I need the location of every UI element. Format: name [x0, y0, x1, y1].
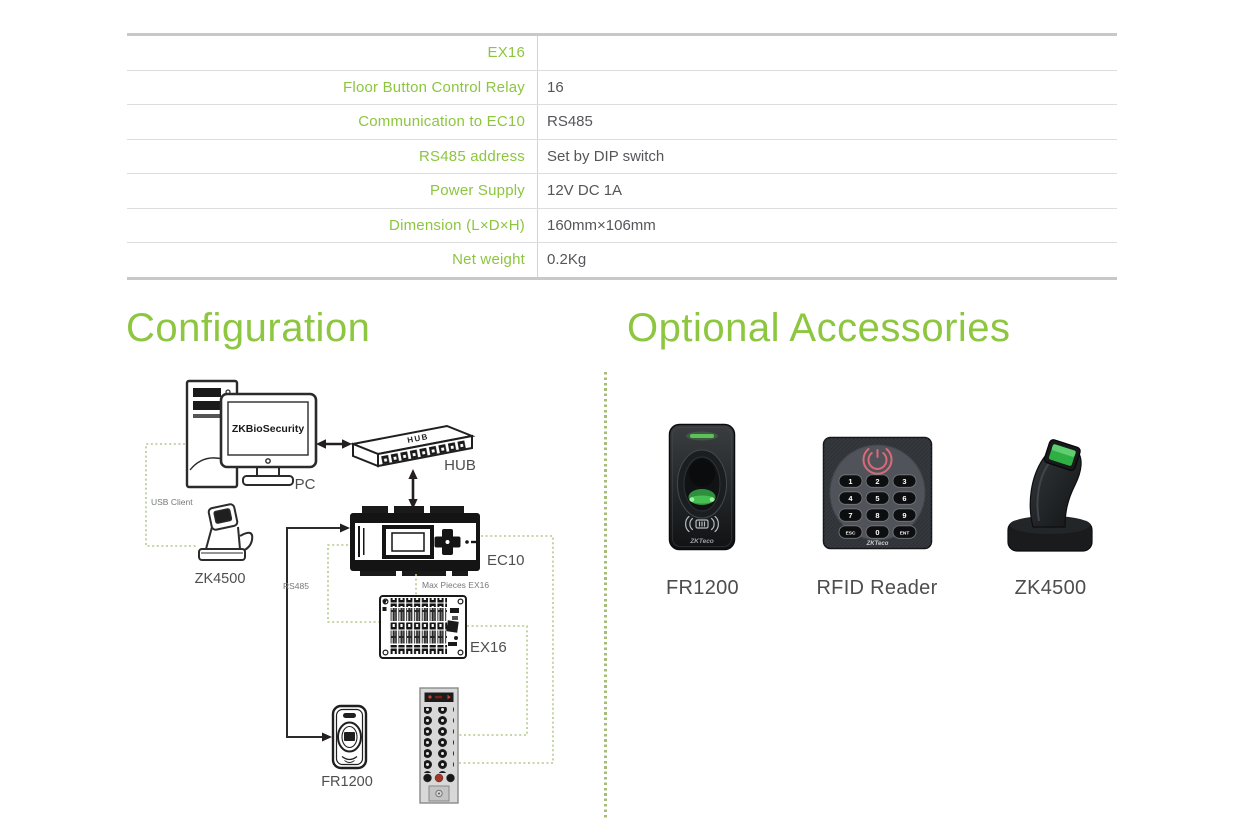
rs485-label: RS485 — [283, 581, 309, 591]
spec-label-relay: Floor Button Control Relay — [343, 78, 525, 96]
key-6: 6 — [902, 494, 906, 503]
key-3: 3 — [902, 477, 906, 486]
accessory-label-zk4500: ZK4500 — [1014, 577, 1087, 599]
table-row: Communication to EC10 RS485 — [127, 105, 1117, 140]
configuration-title: Configuration — [126, 306, 371, 350]
signal-icon — [685, 515, 719, 533]
spec-label-product: EX16 — [487, 44, 525, 62]
hub-drawing — [349, 424, 476, 468]
ex16-board-drawing — [379, 595, 467, 659]
spec-label-dimension: Dimension (L×D×H) — [389, 216, 525, 234]
rs485-line — [286, 523, 350, 742]
zkteco-logo: ZKTeco — [689, 538, 714, 545]
key-0: 0 — [875, 528, 879, 537]
section-separator — [604, 372, 607, 818]
key-1: 1 — [848, 477, 852, 486]
ec10-drawing — [350, 506, 480, 576]
spec-label-power: Power Supply — [430, 182, 525, 200]
hub-label: HUB — [444, 457, 476, 474]
max-pieces-label: Max Pieces EX16 — [422, 580, 489, 590]
ex16-panel-dotted-line — [459, 625, 528, 736]
zkteco-logo: ZKTeco — [866, 541, 889, 547]
pc-monitor-drawing — [219, 392, 318, 486]
table-row: Floor Button Control Relay 16 — [127, 70, 1117, 105]
spec-value-relay: 16 — [537, 70, 1117, 104]
spec-value-power: 12V DC 1A — [537, 174, 1117, 208]
zkbiosecurity-screen-label: ZKBioSecurity — [232, 423, 305, 435]
key-8: 8 — [875, 511, 879, 520]
contactless-icon — [862, 448, 893, 475]
zk4500-drawing — [198, 503, 254, 561]
fr1200-diagram-label: FR1200 — [321, 774, 373, 790]
usb-client-dotted-line — [145, 443, 196, 547]
ec10-panel-dotted-line — [459, 535, 554, 764]
elevator-panel-drawing — [419, 687, 459, 804]
accessory-zk4500-image — [1007, 439, 1093, 552]
spec-value-communication: RS485 — [537, 105, 1117, 139]
key-2: 2 — [875, 477, 879, 486]
key-7: 7 — [848, 511, 852, 520]
pc-label: PC — [295, 476, 316, 493]
hub-ec10-arrow — [408, 469, 418, 509]
spec-value-dimension: 160mm×106mm — [537, 208, 1117, 242]
accessories-title: Optional Accessories — [627, 306, 1011, 350]
key-esc: ESC — [846, 530, 856, 536]
key-9: 9 — [902, 511, 906, 520]
spec-value-product — [537, 36, 1117, 70]
configuration-diagram: ZKBioSecurity PC USB Client ZK4500 HUB H… — [145, 379, 554, 804]
accessory-fr1200-image: ZKTeco — [668, 423, 736, 551]
accessory-label-rfid: RFID Reader — [816, 577, 938, 599]
usb-client-label: USB Client — [151, 497, 193, 507]
key-5: 5 — [875, 494, 879, 503]
table-row: Net weight 0.2Kg — [127, 243, 1117, 277]
pc-hub-arrow — [316, 439, 352, 449]
fr1200-drawing — [331, 704, 368, 770]
table-row: Power Supply 12V DC 1A — [127, 174, 1117, 209]
spec-value-weight: 0.2Kg — [537, 243, 1117, 277]
zk4500-diagram-label: ZK4500 — [195, 571, 246, 587]
spec-label-communication: Communication to EC10 — [358, 113, 525, 131]
rfid-keypad: 1 2 3 4 5 6 7 8 9 ESC 0 ENT — [838, 474, 917, 539]
spec-label-rs485-address: RS485 address — [419, 147, 525, 165]
ec10-ex16-dotted-line — [327, 544, 380, 623]
key-4: 4 — [848, 494, 853, 503]
spec-value-rs485-address: Set by DIP switch — [537, 139, 1117, 173]
key-ent: ENT — [900, 530, 910, 536]
table-row: EX16 — [127, 36, 1117, 71]
table-row: RS485 address Set by DIP switch — [127, 139, 1117, 174]
fingerprint-sensor — [1043, 439, 1081, 471]
ec10-label: EC10 — [487, 552, 525, 569]
spec-table: EX16 Floor Button Control Relay 16 Commu… — [127, 33, 1117, 280]
table-row: Dimension (L×D×H) 160mm×106mm — [127, 208, 1117, 243]
hub-top-text: HUB — [407, 432, 430, 445]
accessory-label-fr1200: FR1200 — [666, 577, 739, 599]
accessory-rfid-image: 1 2 3 4 5 6 7 8 9 ESC 0 ENT ZKTeco — [822, 436, 933, 550]
spec-label-weight: Net weight — [452, 251, 525, 269]
ex16-label: EX16 — [470, 639, 507, 656]
